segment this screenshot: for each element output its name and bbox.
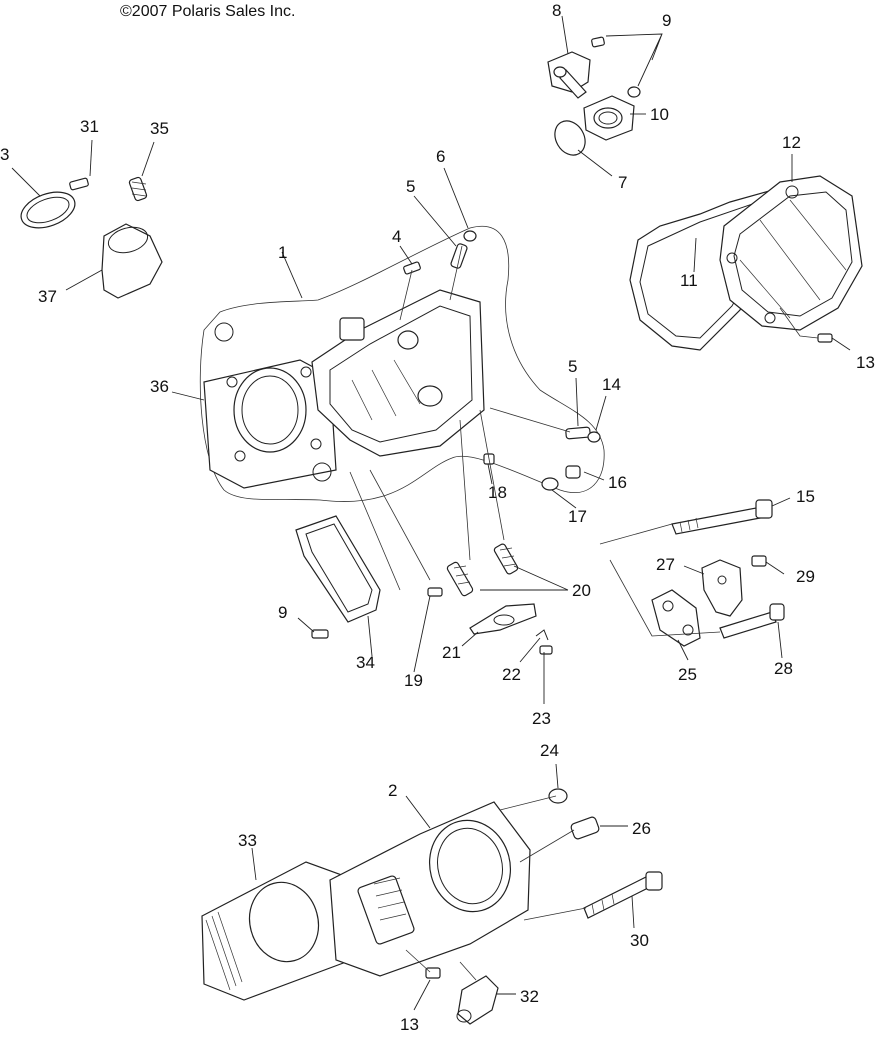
- callout-18: 18: [488, 483, 507, 502]
- callout-14: 14: [602, 375, 621, 394]
- part-24-dowel: [548, 788, 568, 804]
- callout-10: 10: [650, 105, 669, 124]
- part-17-washer: [541, 477, 559, 491]
- callout-26: 26: [632, 819, 651, 838]
- callout-24: 24: [540, 741, 559, 760]
- tensioner-group: [446, 543, 553, 655]
- front-cover-group: [295, 515, 443, 639]
- callout-22: 22: [502, 665, 521, 684]
- part-20-spring-b: [493, 543, 519, 575]
- part-14-washer: [587, 431, 601, 443]
- callout-23: 23: [532, 709, 551, 728]
- part-19-bolt: [427, 587, 443, 597]
- part-3-clamp: [20, 191, 76, 229]
- head-bore: [233, 367, 307, 453]
- callout-2: 2: [388, 781, 397, 800]
- part-9-screw-top: [591, 36, 605, 48]
- part-1-cylinder-head: [311, 289, 485, 457]
- callout-21: 21: [442, 643, 461, 662]
- part-9-washer: [627, 86, 641, 98]
- part-13-bolt-bottom: [425, 967, 441, 979]
- callout-9-top: 9: [662, 11, 671, 30]
- callout-35: 35: [150, 119, 169, 138]
- callout-16: 16: [608, 473, 627, 492]
- part-27-bracket: [701, 559, 743, 617]
- part-7-gasket: [554, 120, 586, 156]
- part-23-pin: [539, 645, 553, 655]
- callout-28: 28: [774, 659, 793, 678]
- cylinder-head-assembly: [199, 226, 605, 502]
- part-16-plug: [565, 465, 581, 479]
- part-13-screw-top: [817, 333, 833, 343]
- copyright-notice: ©2007 Polaris Sales Inc.: [120, 3, 295, 20]
- part-26-fitting: [570, 816, 600, 840]
- part-22-clip: [535, 629, 549, 641]
- callout-5-top: 5: [406, 177, 415, 196]
- part-31-screw: [69, 177, 89, 191]
- callout-13-top: 13: [856, 353, 875, 372]
- callout-20: 20: [572, 581, 591, 600]
- intake-group: [20, 176, 163, 299]
- callout-19: 19: [404, 671, 423, 690]
- callout-5-right: 5: [568, 357, 577, 376]
- part-6-nut: [463, 230, 477, 242]
- callout-3: 3: [0, 145, 9, 164]
- part-21-gasket: [469, 603, 537, 635]
- part-5-pin-right: [565, 426, 591, 440]
- callout-12: 12: [782, 133, 801, 152]
- callout-27: 27: [656, 555, 675, 574]
- part-29-screw: [751, 555, 767, 567]
- callout-30: 30: [630, 931, 649, 950]
- callout-1: 1: [278, 243, 287, 262]
- valve-cover-group: [629, 175, 863, 351]
- part-34-cover: [295, 515, 381, 623]
- cylinder-group: [201, 788, 663, 1025]
- callout-29: 29: [796, 567, 815, 586]
- camshaft-bracket-group: [651, 499, 785, 647]
- head-hardware: [403, 230, 601, 491]
- leader-lines: [11, 15, 851, 1011]
- callout-36: 36: [150, 377, 169, 396]
- callout-25: 25: [678, 665, 697, 684]
- callout-34: 34: [356, 653, 375, 672]
- callout-15: 15: [796, 487, 815, 506]
- part-12-valve-cover: [719, 175, 863, 331]
- callout-33: 33: [238, 831, 257, 850]
- part-8-housing: [547, 51, 591, 93]
- part-5-pin-top: [450, 243, 468, 269]
- callout-6: 6: [436, 147, 445, 166]
- part-28-bolt: [719, 611, 777, 639]
- callout-31: 31: [80, 117, 99, 136]
- part-30-bolt: [583, 875, 653, 919]
- callout-8: 8: [552, 1, 561, 20]
- part-37-boot: [101, 223, 163, 299]
- part-32-elbow: [457, 975, 499, 1025]
- part-25-bracket: [651, 589, 701, 647]
- thermostat-housing-group: [547, 36, 641, 156]
- callout-17: 17: [568, 507, 587, 526]
- callout-9-bottom: 9: [278, 603, 287, 622]
- part-20-spring-a: [446, 561, 474, 597]
- part-9-screw-bottom: [311, 629, 329, 639]
- callout-11: 11: [680, 271, 698, 290]
- callout-13-bottom: 13: [400, 1015, 419, 1034]
- callout-7: 7: [618, 173, 627, 192]
- callout-32: 32: [520, 987, 539, 1006]
- callout-37: 37: [38, 287, 57, 306]
- part-4-dowel: [403, 261, 421, 275]
- callout-4: 4: [392, 227, 401, 246]
- part-15-bolt: [671, 507, 761, 535]
